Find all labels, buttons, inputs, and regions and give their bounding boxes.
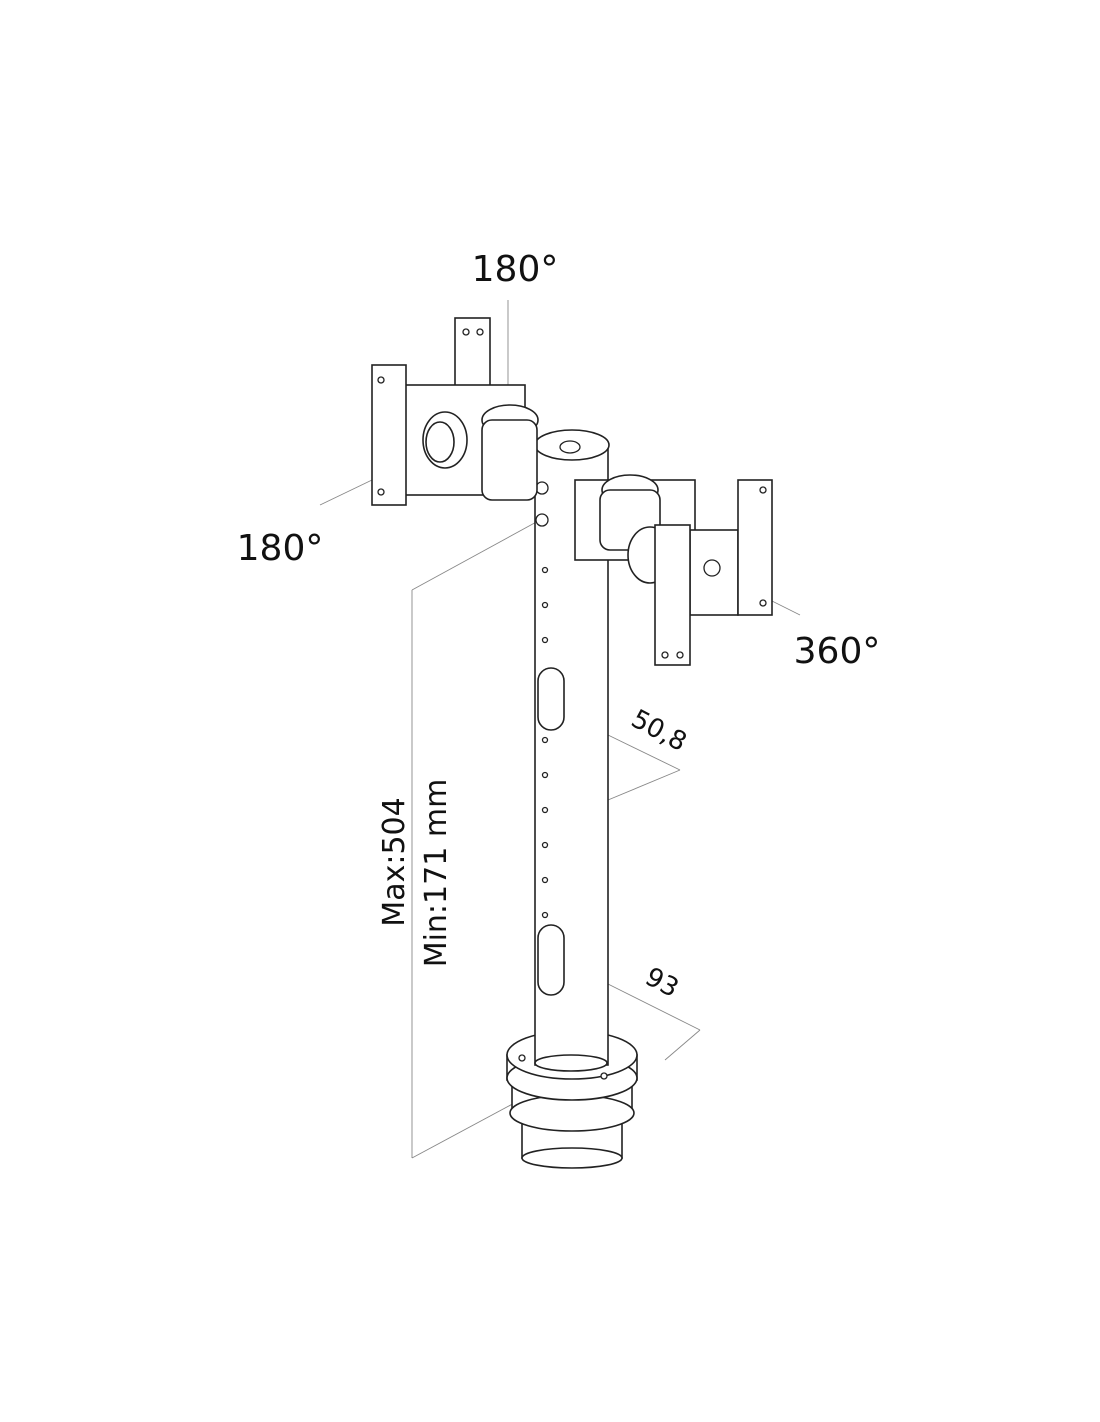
desk-clamp — [506, 1030, 638, 1169]
height-max-label: Max:504 — [377, 797, 412, 926]
tube-diameter-label: 50,8 — [626, 704, 691, 758]
rotation-left-label: 180° — [237, 528, 324, 569]
height-min-label: Min:171 mm — [419, 779, 454, 968]
dimension-lines — [319, 300, 801, 1159]
rotation-right-label: 360° — [794, 631, 881, 672]
right-monitor-plate — [574, 474, 773, 666]
left-monitor-plate — [371, 317, 539, 506]
pole-holes — [541, 566, 549, 919]
base-diameter-label: 93 — [640, 962, 683, 1004]
rotation-top-label: 180° — [472, 249, 559, 290]
